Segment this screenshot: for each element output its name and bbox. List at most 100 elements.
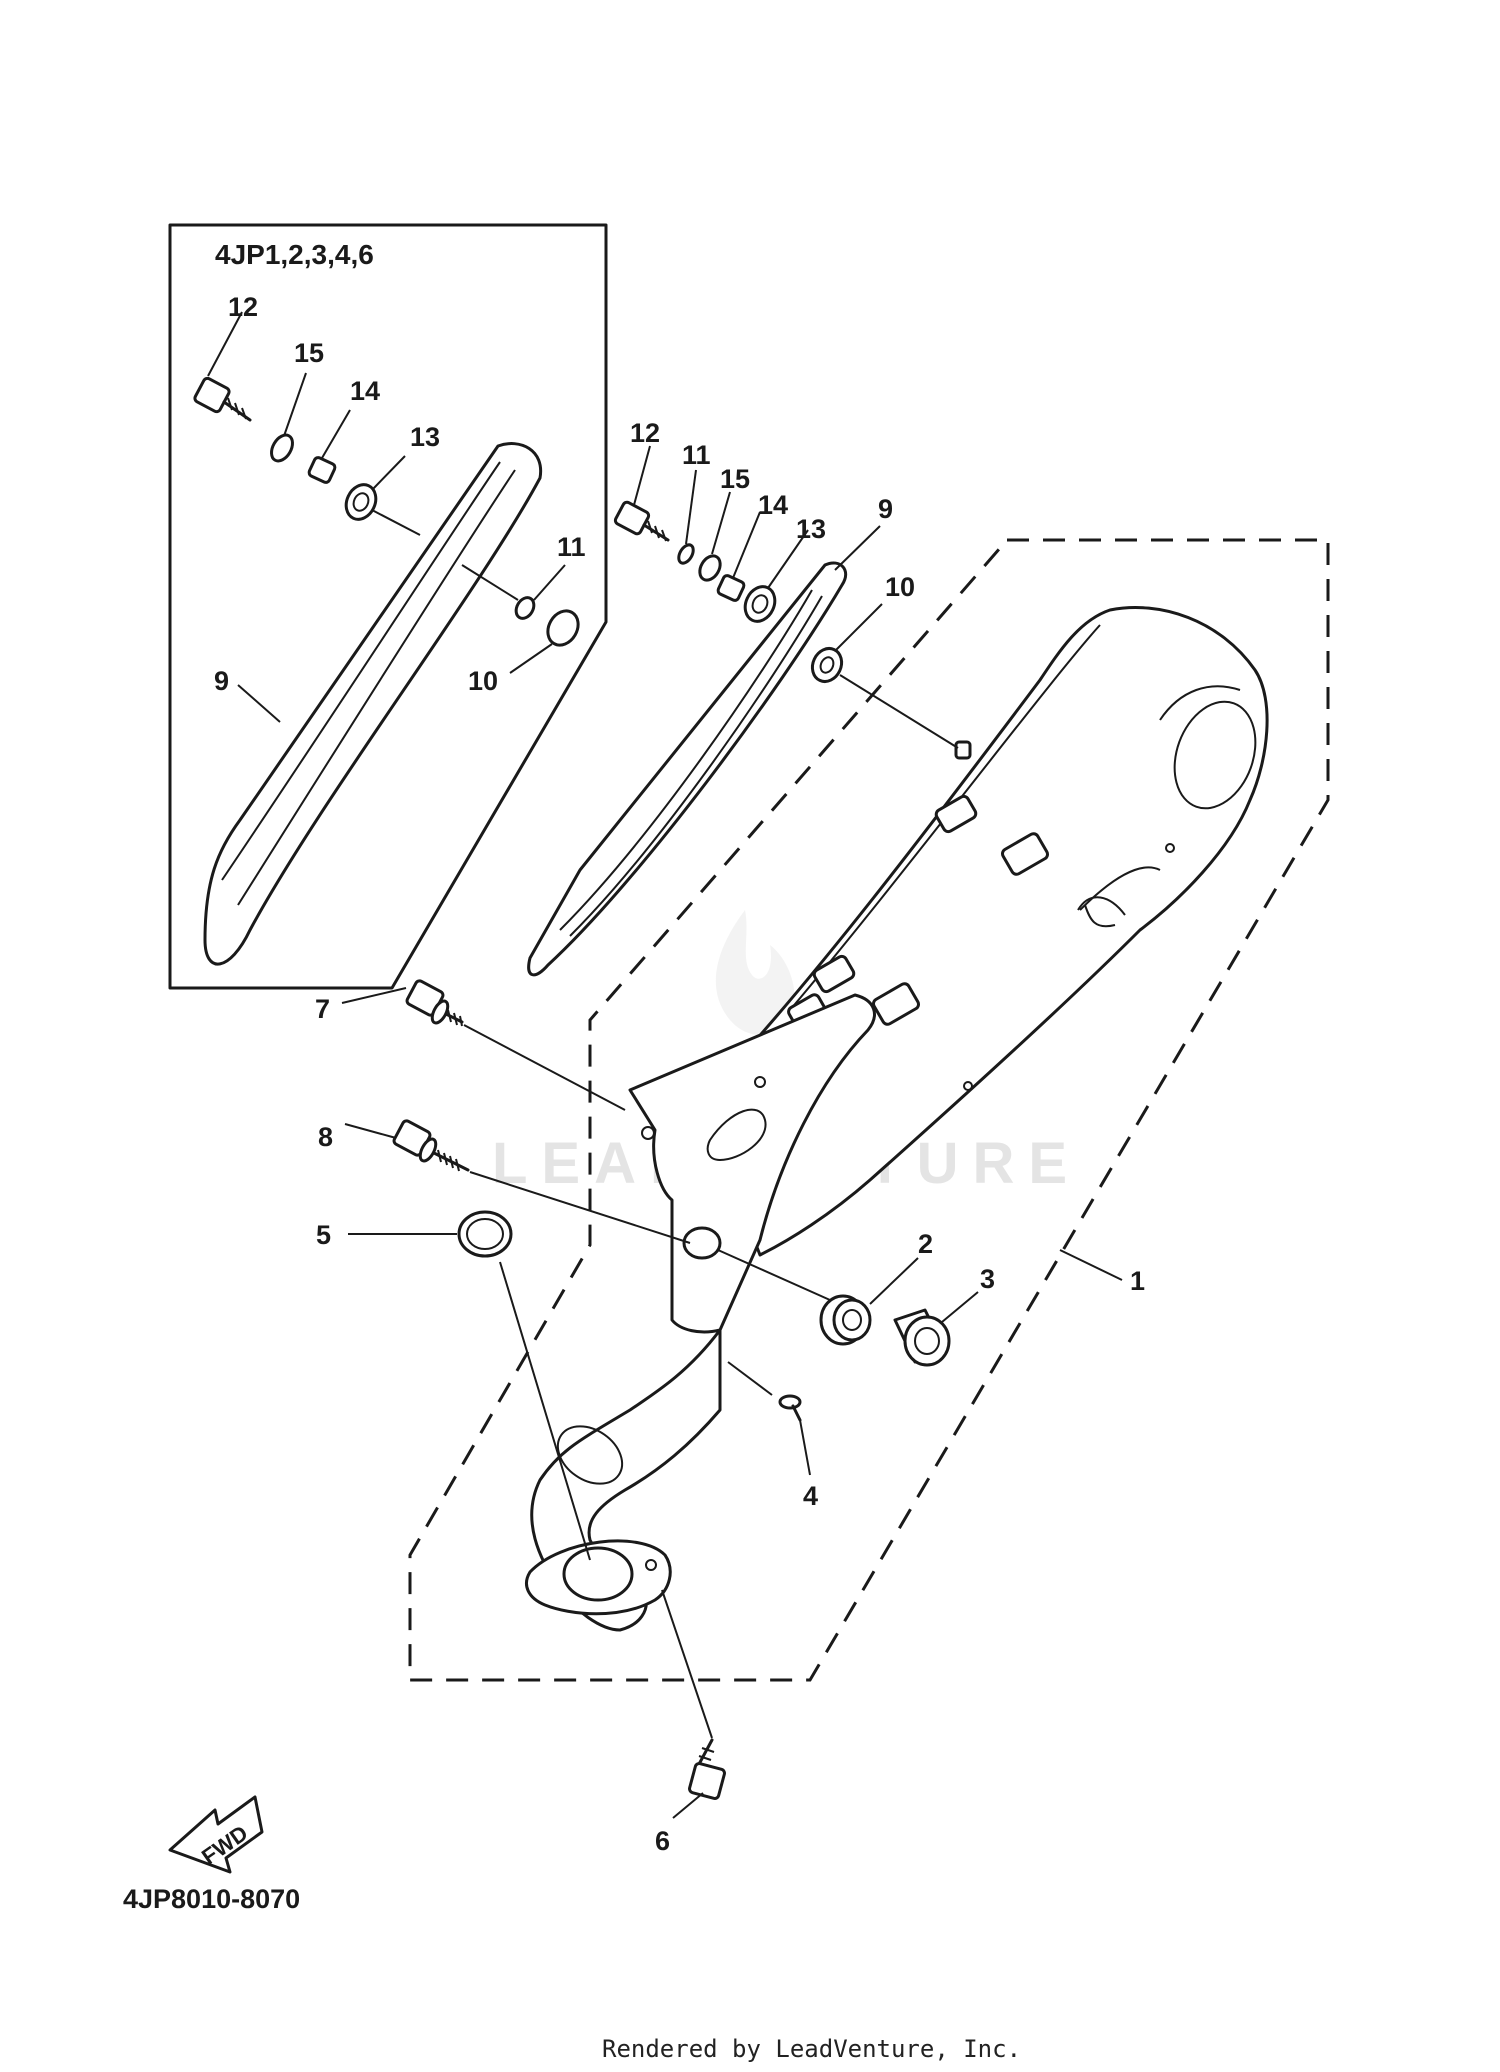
- leader-12: [633, 445, 651, 506]
- callout-i13: 13: [410, 422, 440, 452]
- inset-grommet-13: [344, 483, 378, 521]
- callout-i11: 11: [557, 532, 586, 562]
- bolt-8: [392, 1119, 470, 1172]
- screw-4: [778, 1394, 802, 1422]
- callout-i14: 14: [350, 376, 380, 406]
- render-credit: Rendered by LeadVenture, Inc.: [602, 2035, 1021, 2063]
- leader-11: [685, 469, 697, 545]
- leader-10: [835, 603, 883, 651]
- callout-2: 2: [918, 1229, 933, 1259]
- inset-bolt-12: [193, 376, 252, 422]
- muffler-seam: [789, 624, 1101, 1011]
- callout-1: 1: [1130, 1266, 1145, 1296]
- assembly-line-8: [469, 1171, 691, 1244]
- leader-i11: [533, 564, 566, 601]
- muffler-rivet-2: [963, 1081, 973, 1091]
- guard-mount-slot-3: [812, 954, 856, 994]
- forward-arrow-icon: FWD: [168, 1795, 264, 1874]
- leader-9: [834, 525, 881, 571]
- inset-frame: [168, 223, 608, 990]
- inset-title: 4JP1,2,3,4,6: [215, 239, 374, 270]
- bolt-12: [613, 500, 670, 542]
- inset-assembly-line: [371, 509, 421, 536]
- assembly-line-6: [661, 1589, 713, 1739]
- guard-mount-slot: [934, 794, 978, 834]
- guard-mount-slot-4: [872, 982, 920, 1026]
- flange-hole: [645, 1559, 657, 1571]
- assembly-1-boundary: [408, 538, 1330, 1682]
- callout-8: 8: [318, 1122, 333, 1152]
- pipe-joint: [556, 1425, 624, 1485]
- leader-13: [767, 529, 809, 589]
- muffler-body: [698, 606, 1269, 1257]
- inset-guard-rib-2: [237, 469, 516, 906]
- callout-i9: 9: [214, 666, 229, 696]
- collar-14: [716, 574, 746, 602]
- muffler-dent: [1077, 896, 1126, 916]
- callout-11: 11: [682, 440, 711, 470]
- callout-4: 4: [803, 1481, 818, 1511]
- callout-7: 7: [315, 994, 330, 1024]
- inset-assembly-line-2: [461, 564, 519, 601]
- leader-i12: [207, 311, 243, 377]
- callout-15: 15: [720, 464, 750, 494]
- callout-6: 6: [655, 1826, 670, 1856]
- callout-i12: 12: [228, 292, 258, 322]
- assembly-line-5: [499, 1261, 591, 1561]
- inset-plate-10: [546, 609, 580, 647]
- leader-1: [1059, 1249, 1123, 1281]
- assembly-line-7: [463, 1024, 626, 1111]
- leader-i9: [237, 684, 281, 723]
- muffler-contour-2: [1084, 904, 1116, 928]
- leader-i15: [283, 372, 307, 437]
- flange-port: [562, 1546, 634, 1602]
- bolt-7: [405, 979, 464, 1027]
- leader-4: [799, 1419, 811, 1476]
- assembly-line-10: [839, 674, 959, 749]
- leader-i14: [321, 409, 351, 459]
- bracket-hole: [641, 1126, 655, 1140]
- callout-5: 5: [316, 1220, 331, 1250]
- inset-washer-11: [514, 596, 536, 620]
- callout-14: 14: [758, 490, 788, 520]
- callout-13: 13: [796, 514, 826, 544]
- grommet-13: [743, 585, 777, 623]
- heat-guard-9: [527, 561, 848, 977]
- washer-15: [698, 554, 722, 582]
- bracket-rubber-mount: [682, 1226, 722, 1260]
- leader-14: [732, 511, 761, 579]
- flame-logo-icon: [715, 910, 795, 1036]
- leader-2: [869, 1257, 919, 1305]
- inset-heat-guard: [203, 442, 543, 966]
- drawing-code: 4JP8010-8070: [123, 1884, 300, 1914]
- washer-11: [677, 543, 695, 565]
- bracket-rivet: [754, 1076, 766, 1088]
- muffler-contour: [1079, 866, 1161, 911]
- guard-mount-slot-2: [1001, 832, 1049, 876]
- leader-6: [672, 1792, 704, 1819]
- bracket-cutout: [706, 1108, 767, 1162]
- assembly-line-2: [717, 1249, 831, 1301]
- grommet-2: [819, 1294, 872, 1346]
- leader-i13: [371, 455, 406, 491]
- mounting-boss: [954, 740, 972, 760]
- callout-3: 3: [980, 1264, 995, 1294]
- callout-i10: 10: [468, 666, 498, 696]
- bolt-6: [688, 1738, 726, 1800]
- collar-3: [893, 1308, 951, 1367]
- gasket-5: [457, 1210, 513, 1258]
- inset-panel: 4JP1,2,3,4,6 12: [168, 223, 608, 990]
- leader-15: [711, 491, 731, 555]
- muffler-end-cap: [1159, 685, 1241, 721]
- callout-9: 9: [878, 494, 893, 524]
- muffler-rivet: [1165, 843, 1175, 853]
- muffler-outlet: [1173, 700, 1257, 810]
- assembly-line-4: [727, 1361, 773, 1396]
- callout-12: 12: [630, 418, 660, 448]
- leader-7: [341, 987, 407, 1004]
- callout-i15: 15: [294, 338, 324, 368]
- callout-10: 10: [885, 572, 915, 602]
- leader-i10: [509, 643, 553, 674]
- leader-8: [344, 1123, 397, 1139]
